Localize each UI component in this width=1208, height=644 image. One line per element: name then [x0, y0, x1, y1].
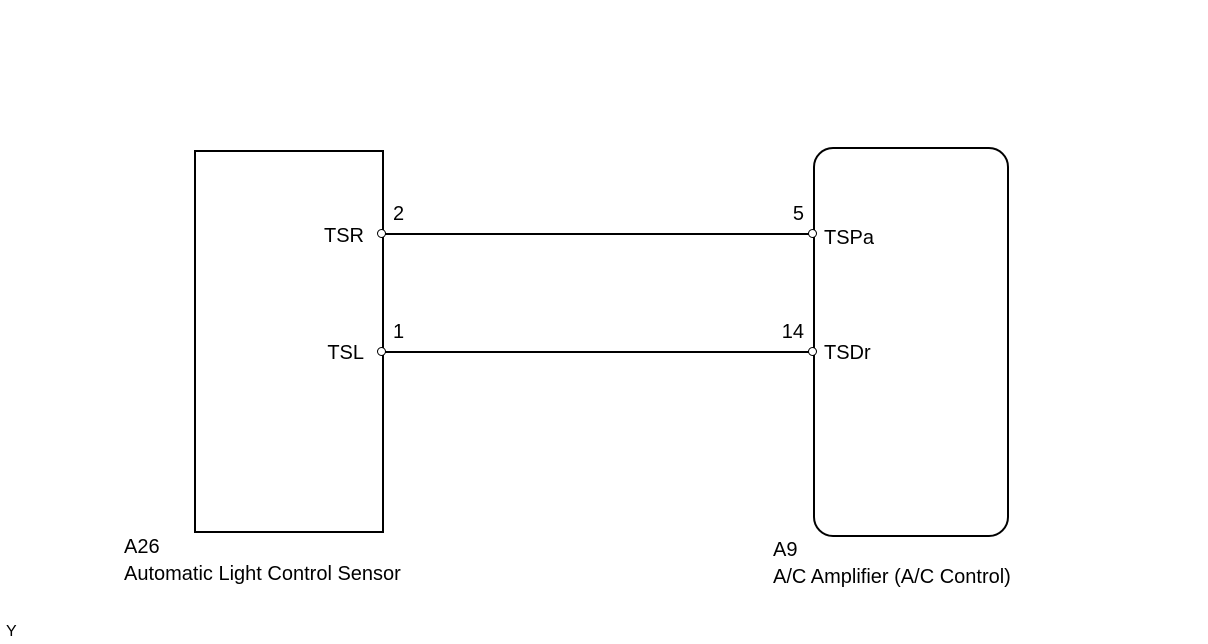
terminal-tsr	[377, 229, 386, 238]
pin-number-1: 1	[393, 321, 405, 343]
terminal-tsdr	[808, 347, 817, 356]
wire-tsr-tspa	[384, 233, 813, 235]
sensor-code: A26	[124, 536, 160, 558]
footer-mark: Y	[6, 623, 17, 640]
pin-number-5: 5	[792, 203, 804, 225]
amplifier-component-box	[813, 147, 1009, 537]
sensor-component-box	[194, 150, 384, 533]
terminal-label-tspa: TSPa	[824, 227, 875, 249]
terminal-tspa	[808, 229, 817, 238]
amplifier-code: A9	[773, 539, 798, 561]
pin-number-14: 14	[781, 321, 804, 343]
sensor-name: Automatic Light Control Sensor	[124, 563, 401, 585]
terminal-label-tsl: TSL	[327, 342, 364, 364]
pin-number-2: 2	[393, 203, 405, 225]
terminal-label-tsdr: TSDr	[824, 342, 871, 364]
amplifier-name: A/C Amplifier (A/C Control)	[773, 566, 1011, 588]
wire-tsl-tsdr	[384, 351, 813, 353]
terminal-label-tsr: TSR	[324, 225, 364, 247]
terminal-tsl	[377, 347, 386, 356]
